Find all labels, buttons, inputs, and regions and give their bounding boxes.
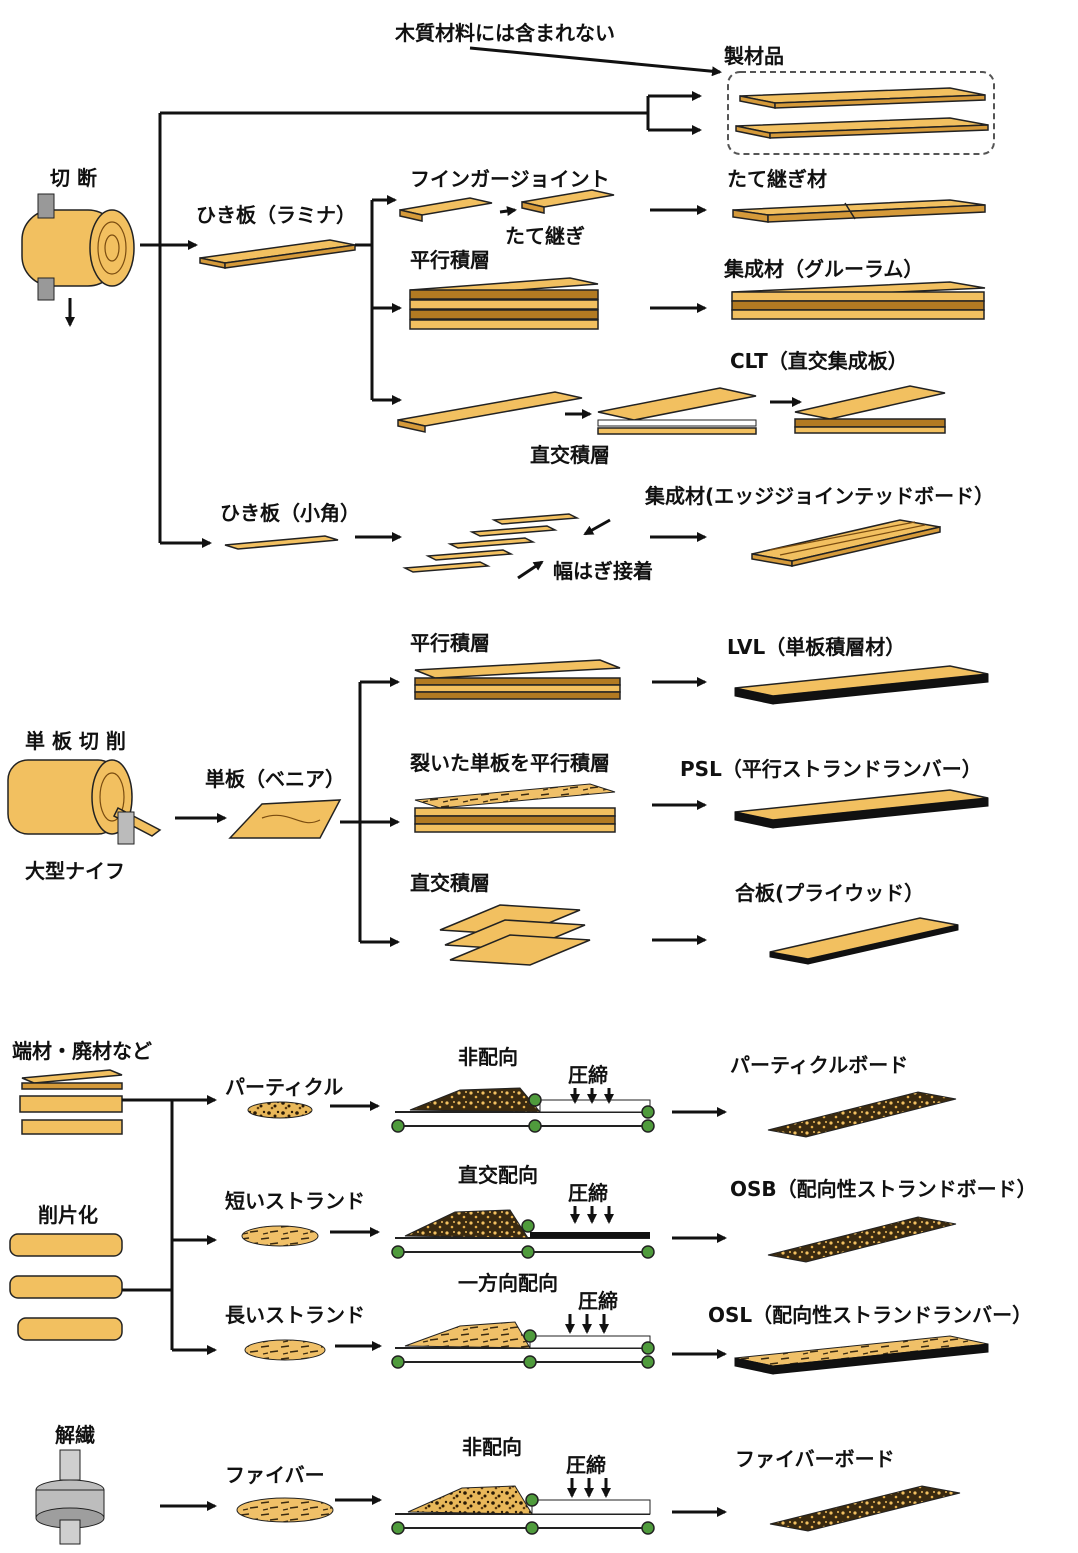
plywood-stack-icon: [439, 904, 591, 966]
edge-glued-board-icon: [751, 519, 941, 567]
short-strand-forming-belt-icon: [391, 1209, 655, 1259]
glulam-label: 集成材（グルーラム）: [723, 257, 923, 281]
veneer-cross-label: 直交積層: [410, 871, 490, 895]
particleboard-icon: [767, 1091, 957, 1138]
long-strand-forming-belt-icon: [391, 1321, 655, 1369]
offcuts-label: 端材・廃材など: [12, 1039, 152, 1063]
plywood-icon: [769, 917, 959, 965]
fiber-label: ファイバー: [225, 1463, 325, 1487]
chipping-label: 削片化: [38, 1203, 98, 1227]
parallel-stack-icon: [409, 277, 599, 330]
defibration-label: 解繊: [55, 1423, 95, 1447]
psl-label: PSL（平行ストランドランバー）: [680, 757, 982, 781]
small-board-label: ひき板（小角）: [220, 501, 360, 525]
particle-press-label: 圧締: [568, 1063, 608, 1087]
particle-press-arrows: [570, 1088, 614, 1104]
cross-lamination-icons: [397, 385, 946, 435]
fiber-press-label: 圧締: [566, 1453, 606, 1477]
short-strand-press-arrows: [570, 1206, 614, 1224]
particle-pile-icon: [247, 1101, 313, 1119]
clt-label: CLT（直交集成板）: [730, 349, 908, 373]
plywood-label: 合板(プライウッド）: [735, 881, 924, 905]
long-strand-label: 長いストランド: [225, 1303, 365, 1327]
end-joint-label: たて継ぎ: [505, 224, 585, 248]
short-strand-pile-icon: [241, 1225, 319, 1247]
fiber-pile-icon: [236, 1497, 334, 1523]
osl-label: OSL（配向性ストランドランバー）: [708, 1303, 1032, 1327]
lvl-label: LVL（単板積層材）: [727, 635, 905, 659]
offcuts-icon: [19, 1069, 123, 1135]
psl-icon: [734, 789, 989, 829]
edge-glue-label: 幅はぎ接着: [553, 559, 653, 583]
glulam-icon: [731, 281, 986, 320]
fiber-random-orient-label: 非配向: [462, 1435, 522, 1459]
fiberboard-label: ファイバーボード: [735, 1447, 895, 1471]
chipping-logs-icon: [9, 1233, 123, 1341]
osb-icon: [767, 1216, 957, 1263]
particle-random-orient-label: 非配向: [458, 1045, 518, 1069]
finger-joint-icon: [399, 189, 615, 222]
veneer-parallel-stack-icon: [414, 659, 621, 700]
lvl-icon: [734, 665, 989, 705]
peeling-label: 単 板 切 削: [25, 729, 126, 753]
particleboard-label: パーティクルボード: [730, 1053, 908, 1077]
edge-glue-strips-icon: [402, 513, 611, 580]
particle-label: パーティクル: [225, 1075, 343, 1099]
lumber-label: 製材品: [724, 44, 784, 68]
defibrator-icon: [35, 1449, 105, 1545]
log-cut-icon: [21, 193, 135, 327]
lamina-label: ひき板（ラミナ）: [196, 203, 356, 227]
end-jointed-board-icon: [732, 199, 986, 223]
fiber-press-arrows: [567, 1478, 611, 1498]
long-strand-press-label: 圧締: [578, 1289, 618, 1313]
lamina-board-icon: [199, 239, 356, 269]
veneer-sheet-icon: [228, 799, 342, 839]
lumber-board-icon: [735, 87, 989, 139]
short-strand-label: 短いストランド: [225, 1189, 365, 1213]
parallel-lamination-label: 平行積層: [410, 248, 490, 272]
particle-forming-belt-icon: [391, 1087, 655, 1133]
fiberboard-icon: [769, 1485, 961, 1532]
fiber-forming-belt-icon: [391, 1485, 655, 1535]
cross-orient-label: 直交配向: [458, 1163, 538, 1187]
small-board-icon: [224, 535, 339, 550]
finger-joint-label: フインガージョイント: [410, 167, 610, 191]
note-arrow: [469, 46, 722, 77]
lumber-dashed-box: [727, 71, 995, 155]
long-strand-pile-icon: [244, 1339, 326, 1361]
veneer-parallel-label: 平行積層: [410, 631, 490, 655]
psl-stack-icon: [414, 783, 616, 833]
veneer-label: 単板（ベニア）: [205, 767, 345, 791]
rotary-peeling-icon: [7, 759, 162, 845]
knife-label: 大型ナイフ: [25, 859, 125, 883]
short-strand-press-label: 圧締: [568, 1181, 608, 1205]
uni-orient-label: 一方向配向: [458, 1271, 558, 1295]
long-strand-press-arrows: [565, 1314, 609, 1334]
edge-glued-label: 集成材(エッジジョインテッドボード）: [644, 484, 994, 508]
end-jointed-product-label: たて継ぎ材: [727, 167, 827, 191]
split-parallel-label: 裂いた単板を平行積層: [410, 751, 610, 775]
cross-lamination-label: 直交積層: [530, 443, 610, 467]
osb-label: OSB（配向性ストランドボード）: [730, 1177, 1037, 1201]
not-wood-material-note: 木質材料には含まれない: [394, 21, 615, 45]
cut-label: 切 断: [50, 166, 97, 190]
osl-icon: [734, 1335, 989, 1375]
